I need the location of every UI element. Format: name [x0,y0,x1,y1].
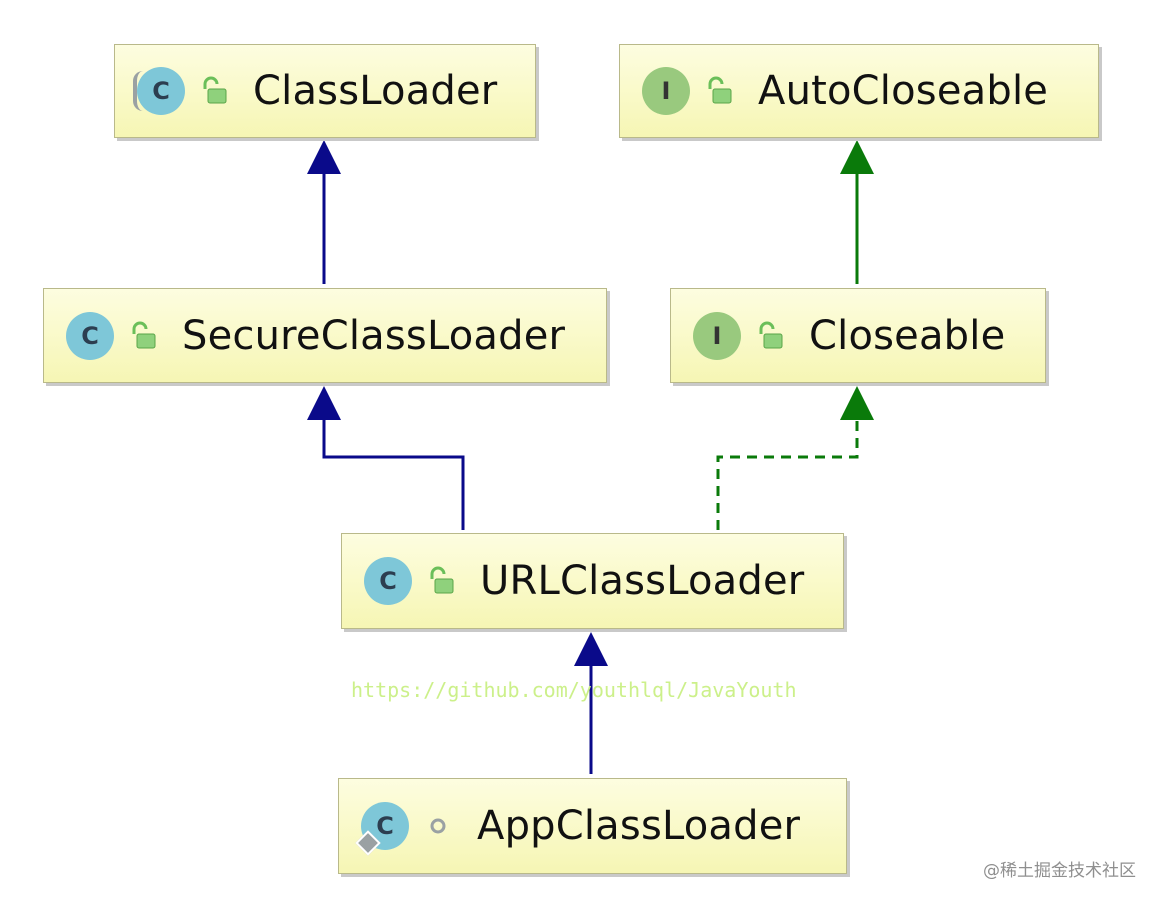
class-kind-letter: C [376,812,394,840]
arrowhead-secureclassloader [307,386,341,420]
arrowhead-urlclassloader [574,632,608,666]
edge-url-to-closeable [716,420,859,530]
node-urlclassloader[interactable]: C URLClassLoader [341,533,844,629]
class-icon: C [66,311,114,360]
node-label: SecureClassLoader [182,312,566,359]
public-lock-icon [702,74,736,108]
public-lock-icon [126,319,160,353]
node-closeable[interactable]: I Closeable [670,288,1046,383]
interface-icon: I [642,67,690,115]
node-classloader[interactable]: C ClassLoader [114,44,536,138]
node-autocloseable[interactable]: I AutoCloseable [619,44,1099,138]
static-nested-class-icon: C [355,802,409,856]
node-label: AppClassLoader [477,803,801,849]
node-label: ClassLoader [253,68,498,114]
public-lock-icon [197,74,231,108]
node-label: Closeable [809,312,1006,359]
abstract-class-icon: C [133,67,185,115]
class-kind-letter: C [152,77,170,105]
node-secureclassloader[interactable]: C SecureClassLoader [43,288,607,383]
package-private-icon [421,809,455,843]
node-label: AutoCloseable [758,68,1049,114]
watermark-brand: @稀土掘金技术社区 [983,861,1136,881]
class-kind-letter: C [81,321,99,350]
arrowhead-classloader [307,140,341,174]
interface-kind-letter: I [712,321,722,350]
node-label: URLClassLoader [480,558,805,604]
public-lock-icon [424,564,458,598]
node-appclassloader[interactable]: C AppClassLoader [338,778,847,874]
arrowhead-autocloseable [840,140,874,174]
arrowhead-closeable [840,386,874,420]
public-lock-icon [753,319,787,353]
class-kind-letter: C [379,567,397,595]
class-icon: C [364,557,412,605]
interface-icon: I [693,311,741,360]
interface-kind-letter: I [661,77,671,105]
watermark-url: https://github.com/youthlql/JavaYouth [351,678,797,702]
edge-url-to-secure [322,418,465,530]
